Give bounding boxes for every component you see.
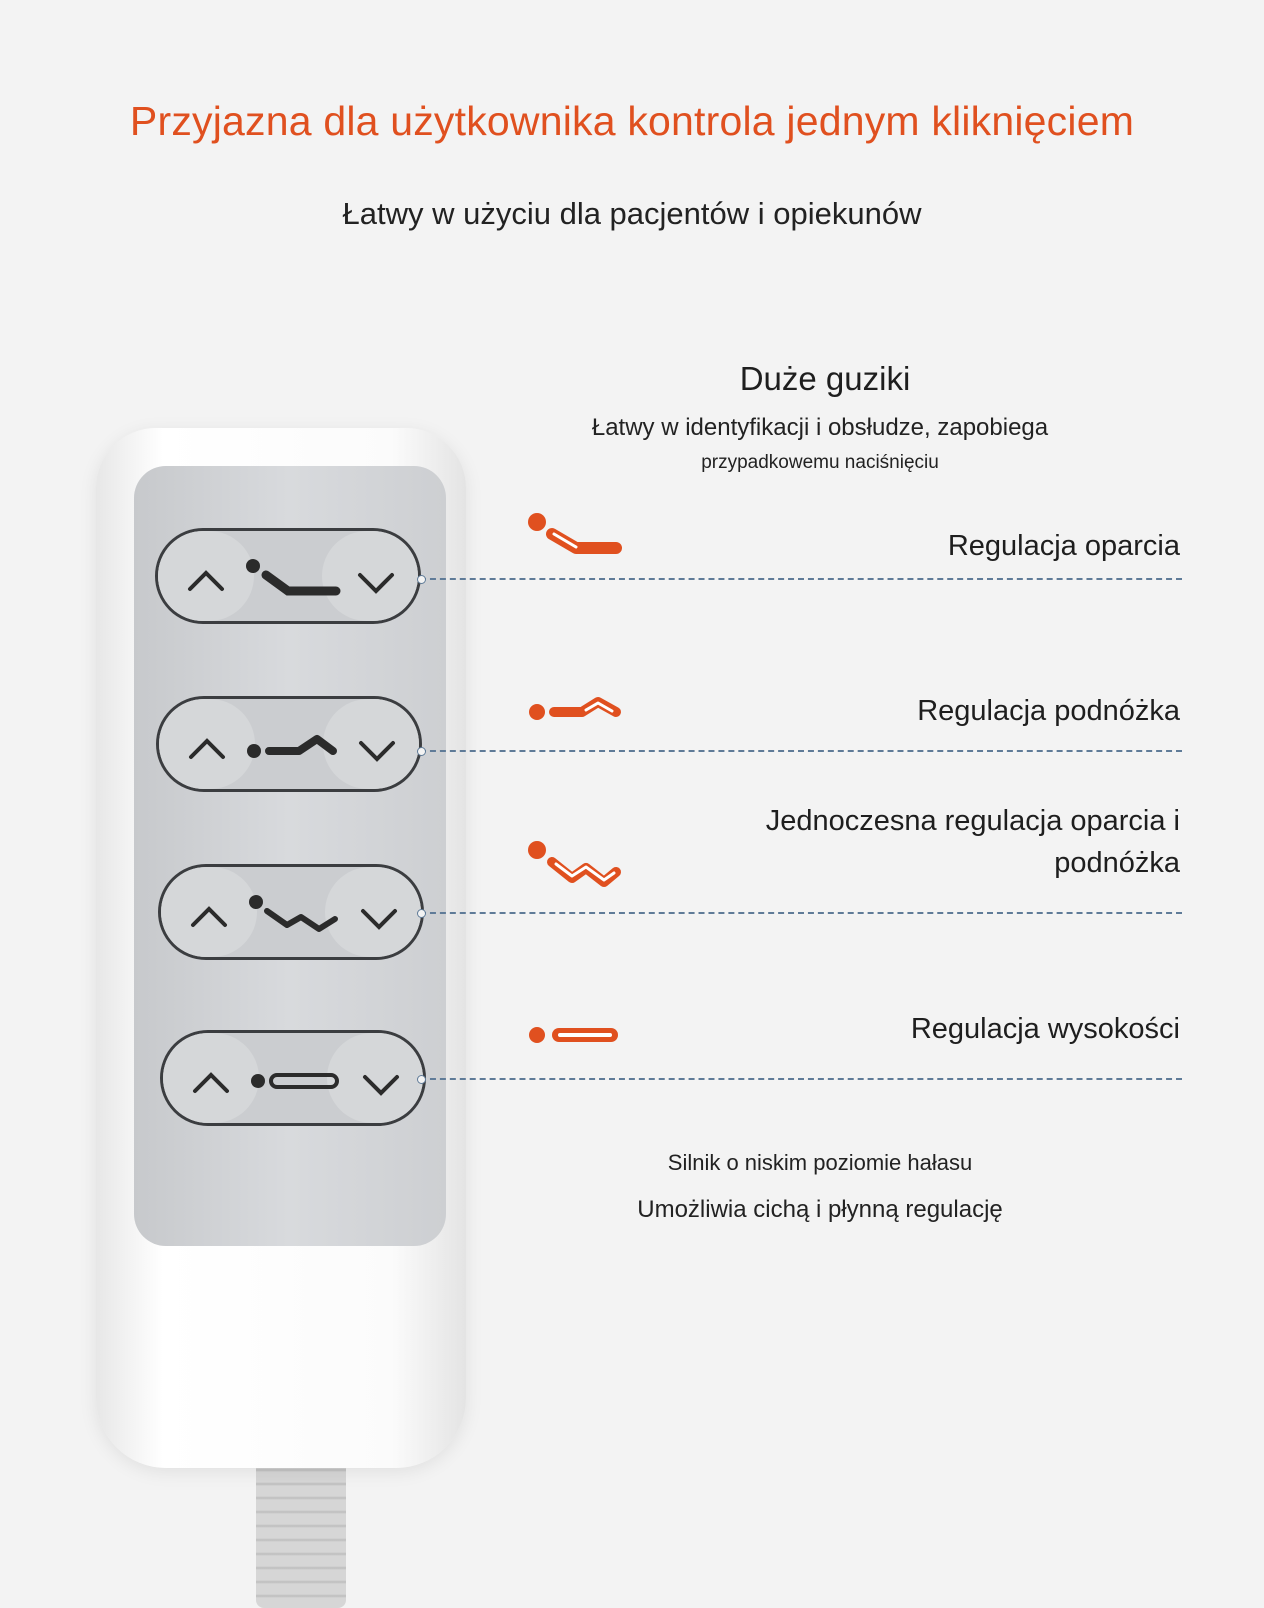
pointer-line bbox=[417, 1075, 1182, 1084]
remote-cable bbox=[256, 1448, 346, 1608]
big-buttons-description-cont: przypadkowemu naciśnięciu bbox=[701, 452, 939, 473]
hand-remote-control bbox=[96, 428, 466, 1608]
down-arrow-icon bbox=[358, 573, 394, 594]
page-subtitle: Łatwy w użyciu dla pacjentów i opiekunów bbox=[342, 196, 922, 231]
up-arrow-icon bbox=[188, 570, 224, 591]
feature-label-footrest: Regulacja podnóżka bbox=[917, 695, 1180, 727]
remote-combined-button[interactable] bbox=[158, 864, 424, 960]
head-dot-icon bbox=[247, 744, 261, 758]
head-dot-icon bbox=[249, 895, 263, 909]
motor-description: Umożliwia cichą i płynną regulację bbox=[637, 1196, 1003, 1223]
backrest-icon bbox=[261, 570, 341, 596]
up-arrow-icon bbox=[191, 906, 227, 927]
head-dot-icon bbox=[251, 1074, 265, 1088]
height-icon bbox=[269, 1073, 339, 1089]
remote-backrest-button[interactable] bbox=[155, 528, 421, 624]
pointer-line bbox=[417, 747, 1182, 756]
pointer-line bbox=[417, 909, 1182, 918]
remote-footrest-button[interactable] bbox=[156, 696, 422, 792]
head-dot-icon bbox=[246, 559, 260, 573]
down-arrow-icon bbox=[361, 909, 397, 930]
feature-label-combined-line1: Jednoczesna regulacja oparcia i bbox=[765, 805, 1180, 837]
down-arrow-icon bbox=[363, 1075, 399, 1096]
up-arrow-icon bbox=[189, 738, 225, 759]
backrest-icon bbox=[528, 513, 622, 554]
feature-label-backrest: Regulacja oparcia bbox=[947, 530, 1180, 562]
height-icon bbox=[529, 1027, 618, 1043]
feature-label-combined: Jednoczesna regulacja oparcia i podnóżka bbox=[640, 800, 1180, 884]
feature-label-height: Regulacja wysokości bbox=[910, 1013, 1180, 1045]
remote-height-button[interactable] bbox=[160, 1030, 426, 1126]
footrest-icon bbox=[265, 735, 337, 755]
big-buttons-description: Łatwy w identyfikacji i obsłudze, zapobi… bbox=[591, 414, 1049, 441]
backrest-footrest-icon bbox=[264, 908, 338, 932]
motor-title: Silnik o niskim poziomie hałasu bbox=[667, 1150, 973, 1175]
big-buttons-title: Duże guziki bbox=[739, 360, 911, 397]
down-arrow-icon bbox=[359, 741, 395, 762]
page-title: Przyjazna dla użytkownika kontrola jedny… bbox=[129, 98, 1135, 144]
backrest-footrest-icon bbox=[528, 841, 621, 887]
feature-label-combined-line2: podnóżka bbox=[1054, 847, 1180, 879]
footrest-icon bbox=[529, 697, 621, 720]
up-arrow-icon bbox=[193, 1072, 229, 1093]
pointer-line bbox=[417, 575, 1182, 584]
